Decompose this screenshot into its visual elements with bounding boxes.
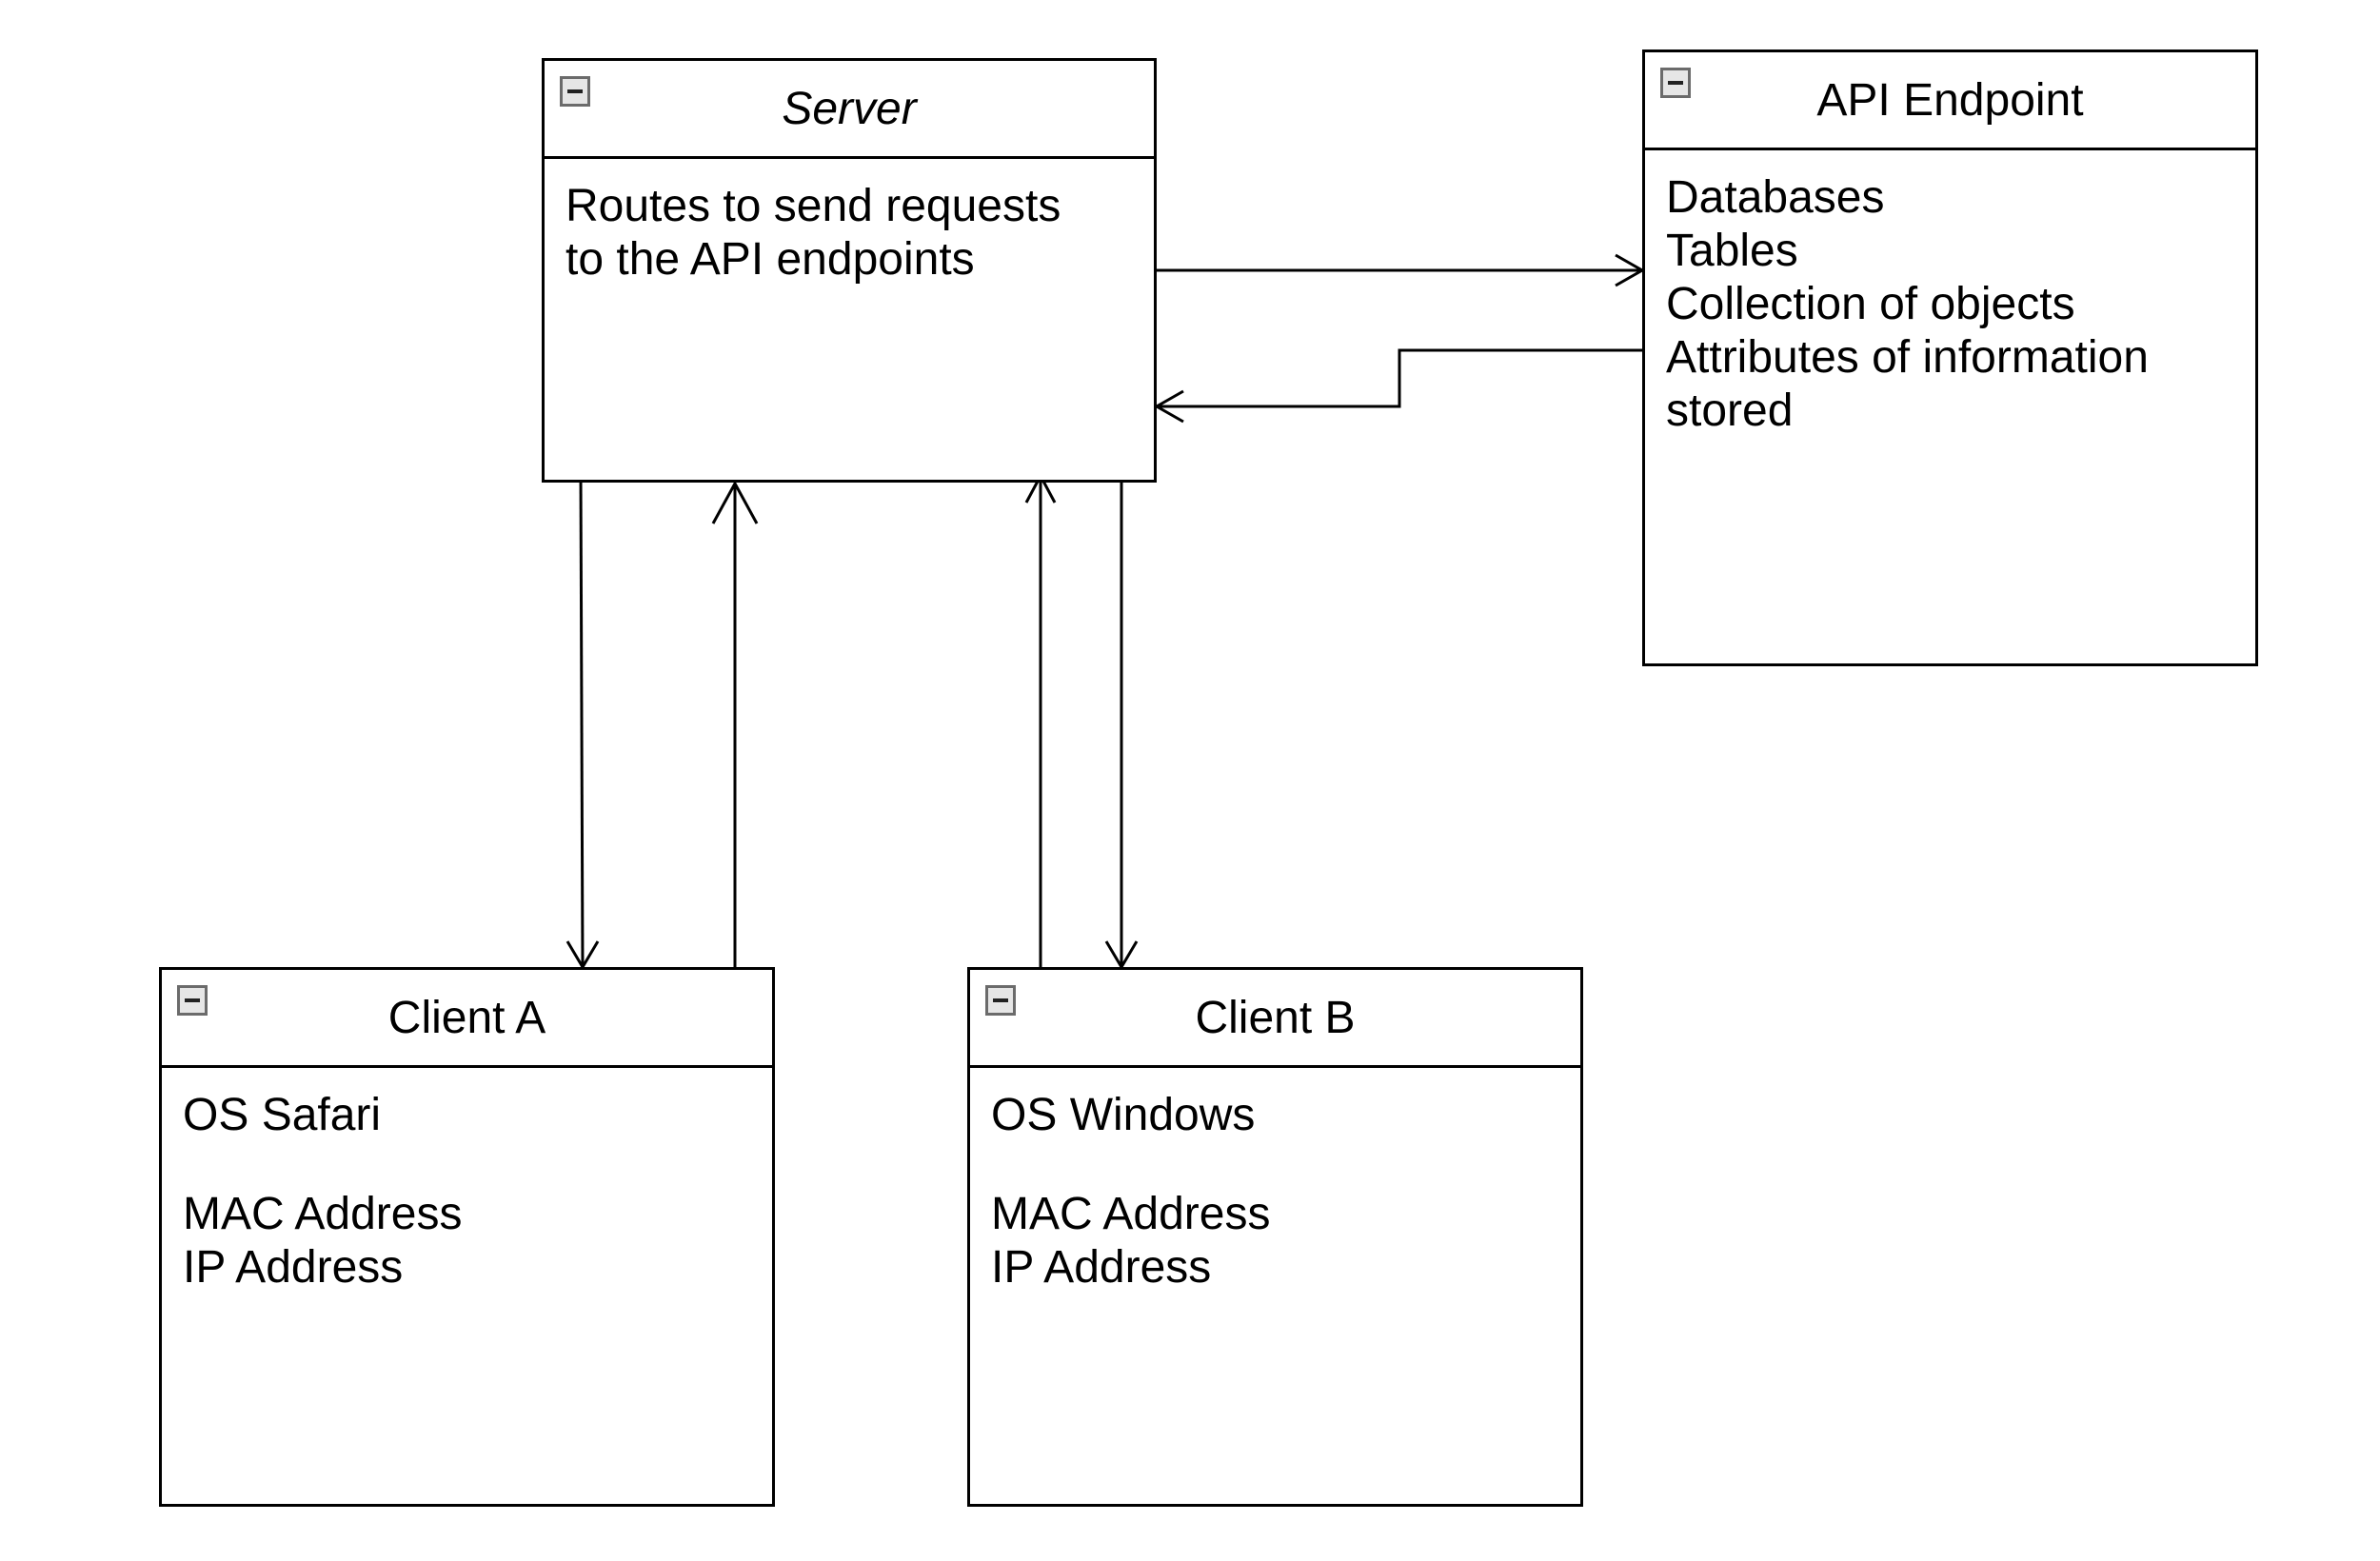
api-endpoint-body: Databases Tables Collection of objects A… — [1666, 171, 2240, 438]
minus-collapse-icon[interactable] — [560, 76, 590, 107]
edge-api-to-server[interactable] — [1157, 348, 1643, 408]
api-endpoint-line: Tables — [1666, 226, 1798, 276]
client-a-os: OS Safari — [183, 1090, 382, 1140]
edge-server-to-client-a[interactable] — [579, 473, 585, 968]
blank-line — [991, 1142, 1565, 1188]
arrowhead-server-bottom-left — [711, 480, 759, 524]
client-b-box[interactable]: Client B OS Windows MAC Address IP Addre… — [967, 967, 1583, 1507]
client-b-body: OS Windows MAC Address IP Address — [991, 1089, 1565, 1294]
server-title: Server — [782, 83, 917, 134]
api-endpoint-line: Databases — [1666, 172, 1885, 223]
arrowhead-server-right — [1153, 389, 1184, 424]
minus-collapse-icon[interactable] — [1660, 68, 1691, 98]
api-endpoint-box[interactable]: API Endpoint Databases Tables Collection… — [1642, 49, 2258, 666]
client-b-title: Client B — [1195, 992, 1356, 1043]
client-a-header[interactable]: Client A — [162, 970, 772, 1068]
api-endpoint-title: API Endpoint — [1816, 74, 2084, 126]
api-endpoint-line: Attributes of information — [1666, 332, 2149, 383]
client-a-body: OS Safari MAC Address IP Address — [183, 1089, 757, 1294]
server-line: to the API endpoints — [565, 234, 975, 285]
server-box[interactable]: Server Routes to send requests to the AP… — [542, 58, 1157, 483]
client-b-header[interactable]: Client B — [970, 970, 1580, 1068]
minus-collapse-icon[interactable] — [985, 985, 1016, 1016]
client-a-box[interactable]: Client A OS Safari MAC Address IP Addres… — [159, 967, 775, 1507]
blank-line — [183, 1142, 757, 1188]
client-b-ip: IP Address — [991, 1242, 1212, 1293]
client-b-os: OS Windows — [991, 1090, 1256, 1140]
minus-collapse-icon[interactable] — [177, 985, 208, 1016]
client-a-title: Client A — [387, 992, 546, 1043]
server-body: Routes to send requests to the API endpo… — [565, 180, 1139, 287]
client-a-ip: IP Address — [183, 1242, 404, 1293]
api-endpoint-line: stored — [1666, 385, 1794, 436]
server-header[interactable]: Server — [545, 61, 1154, 159]
client-a-mac: MAC Address — [183, 1189, 463, 1239]
server-line: Routes to send requests — [565, 181, 1061, 231]
api-endpoint-header[interactable]: API Endpoint — [1645, 52, 2255, 150]
client-b-mac: MAC Address — [991, 1189, 1271, 1239]
api-endpoint-line: Collection of objects — [1666, 279, 2075, 329]
